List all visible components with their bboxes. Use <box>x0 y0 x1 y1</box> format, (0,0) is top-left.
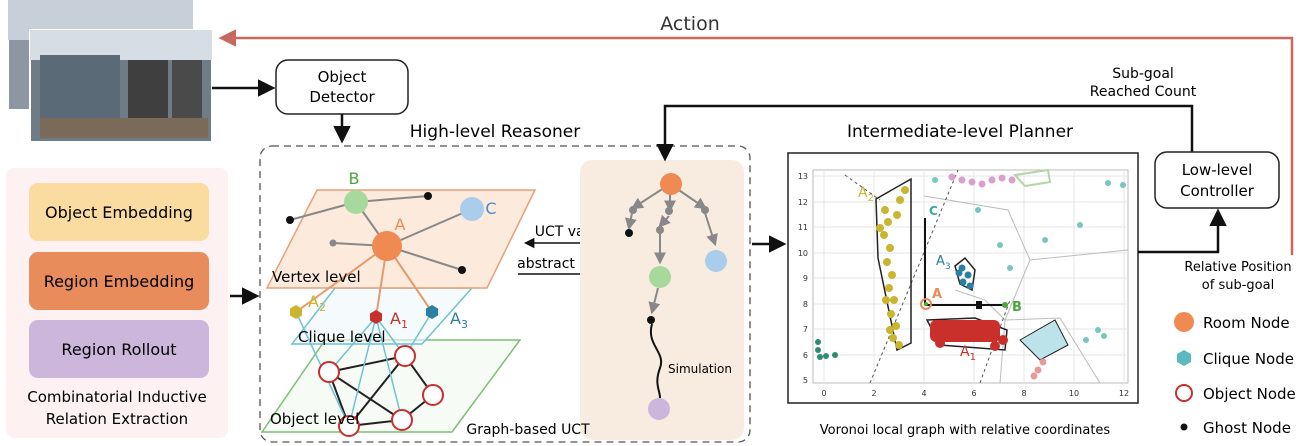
planner-to-controller-arrow <box>1138 208 1227 254</box>
action-label: Action <box>660 13 720 35</box>
ghost-node-2 <box>424 192 432 200</box>
tree-leaf <box>648 398 670 420</box>
subgoal-label-line1: Sub-goal <box>1112 66 1174 82</box>
abstract-label: abstract <box>517 256 575 272</box>
region-embedding-box <box>29 252 209 310</box>
vertex-level-label: Vertex level <box>272 268 361 286</box>
subgoal-label-line2: Reached Count <box>1090 84 1197 100</box>
planner-label-a3: A3 <box>936 254 951 272</box>
planner-label-a2: A2 <box>858 185 874 204</box>
camera-images <box>7 0 213 143</box>
object-detector-line2: Detector <box>309 88 375 106</box>
reasoner-caption: Graph-based UCT <box>466 422 590 438</box>
clique-node-a1 <box>370 310 382 324</box>
object-detector-box: Object Detector <box>275 59 409 115</box>
label-a2: A2 <box>308 292 326 314</box>
svg-text:4: 4 <box>921 389 926 398</box>
clique-node-a3 <box>426 305 438 319</box>
left-caption-line1: Combinatorial Inductive <box>27 388 207 406</box>
ghost-node-1 <box>286 216 294 224</box>
svg-text:6: 6 <box>803 351 808 360</box>
svg-text:9: 9 <box>803 274 808 283</box>
label-a3: A3 <box>450 309 468 331</box>
tree-node-b <box>649 266 671 288</box>
svg-text:8: 8 <box>803 300 808 309</box>
svg-text:11: 11 <box>798 223 808 232</box>
ghost-node-4 <box>329 239 337 247</box>
legend-object-node-label: Object Node <box>1203 385 1296 403</box>
planner-x-ticks: 0 2 4 6 8 10 12 <box>821 389 1129 398</box>
legend-ghost-node-label: Ghost Node <box>1203 419 1291 437</box>
controller-line2: Controller <box>1180 182 1255 200</box>
planner-label-a1: A1 <box>960 344 976 363</box>
planner-caption: Voronoi local graph with relative coordi… <box>820 423 1111 438</box>
tree-node-m2 <box>656 226 664 234</box>
ghost-node-3 <box>458 266 466 274</box>
object-embedding-box <box>29 183 209 241</box>
svg-text:12: 12 <box>798 198 808 207</box>
room-node-c <box>460 197 484 221</box>
region-embedding-label: Region Embedding <box>44 272 195 291</box>
reasoner-title: High-level Reasoner <box>410 122 580 142</box>
room-node-a <box>372 231 402 261</box>
tree-node-m <box>665 207 673 215</box>
label-a1: A1 <box>390 309 408 331</box>
room-node-b <box>344 190 368 214</box>
label-a: A <box>395 215 406 234</box>
planner-label-b: B <box>1012 300 1022 315</box>
legend-ghost-node-icon <box>1180 423 1188 431</box>
label-b: B <box>349 169 360 188</box>
svg-text:0: 0 <box>821 389 826 398</box>
object-level-label: Object level <box>270 410 359 428</box>
svg-text:10: 10 <box>1069 389 1079 398</box>
relative-position-line1: Relative Position <box>1184 260 1291 275</box>
legend-object-node-icon <box>1175 384 1193 402</box>
reasoner-frame <box>259 145 751 443</box>
planner-label-c: C <box>929 204 938 218</box>
action-arrow <box>218 29 1294 255</box>
legend-clique-node-label: Clique Node <box>1203 350 1294 368</box>
left-panel: Object Embedding Region Embedding Region… <box>6 168 228 438</box>
planner-label-a: A <box>932 287 942 302</box>
planner-plot <box>812 168 1129 384</box>
relative-position-line2: of sub-goal <box>1202 278 1274 293</box>
left-caption-line2: Relation Extraction <box>46 410 188 428</box>
tree-panel <box>580 160 744 440</box>
svg-text:6: 6 <box>971 389 976 398</box>
planner-title: Intermediate-level Planner <box>847 122 1073 142</box>
svg-text:8: 8 <box>1021 389 1026 398</box>
svg-text:12: 12 <box>1119 389 1129 398</box>
label-c: C <box>485 199 496 218</box>
svg-text:13: 13 <box>798 172 808 181</box>
tree-ghost-b <box>647 316 655 324</box>
clique-node-a2 <box>290 305 302 319</box>
clique-level-label: Clique level <box>298 328 386 346</box>
svg-text:10: 10 <box>798 249 808 258</box>
tree-node-c <box>705 250 727 272</box>
simulation-label: Simulation <box>668 362 732 376</box>
object-detector-line1: Object <box>318 68 367 86</box>
tree-node-r <box>701 206 709 214</box>
subgoal-feedback-arrow <box>656 104 1194 162</box>
region-rollout-box <box>29 320 209 378</box>
region-rollout-label: Region Rollout <box>61 340 176 359</box>
controller-line1: Low-level <box>1182 161 1253 179</box>
legend-clique-node-icon <box>1177 350 1191 366</box>
tree-ghost-l <box>625 229 633 237</box>
low-level-controller-box: Low-level Controller <box>1154 151 1280 209</box>
svg-text:7: 7 <box>803 325 808 334</box>
svg-text:2: 2 <box>871 389 876 398</box>
legend-room-node-label: Room Node <box>1203 314 1290 332</box>
legend: Room Node Clique Node Object Node Ghost … <box>1174 312 1296 437</box>
planner-y-ticks: 13 12 11 10 9 8 7 6 5 <box>798 172 808 385</box>
svg-text:5: 5 <box>803 376 808 385</box>
tree-node-l <box>629 206 637 214</box>
object-embedding-label: Object Embedding <box>45 203 193 222</box>
legend-room-node-icon <box>1174 312 1194 332</box>
tree-root <box>660 173 682 195</box>
object-nodes <box>318 345 444 437</box>
